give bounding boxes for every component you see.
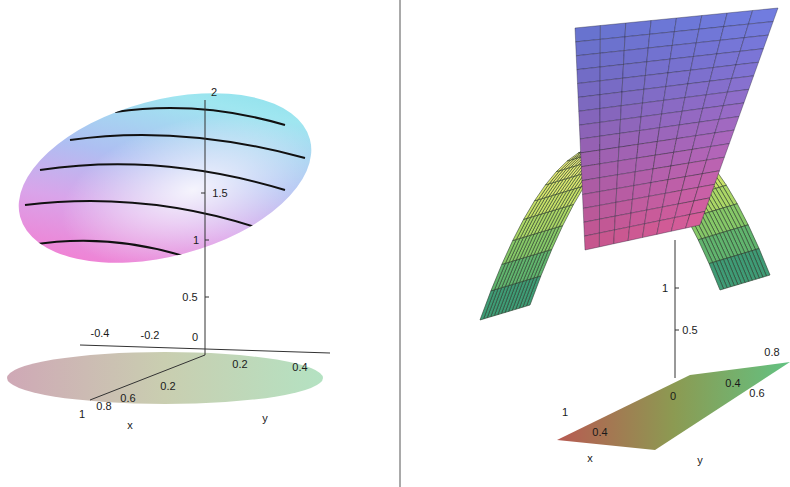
plane-cell: [728, 76, 754, 92]
axis-tick-label: 0.8: [763, 347, 780, 358]
plane-cell: [702, 157, 724, 174]
axis-tick-label: 1: [661, 283, 669, 294]
plane-cell: [736, 49, 764, 65]
plane-cell: [614, 227, 630, 244]
surface-cell: [513, 218, 527, 240]
axis-tick-label: -0.2: [140, 330, 161, 341]
plane-cell: [686, 211, 705, 228]
axis-tick-label: 1: [192, 235, 200, 246]
plane-cell: [744, 22, 773, 38]
surface-cell: [709, 263, 723, 290]
axis-tick-label: 0.2: [231, 359, 248, 370]
plane-cell: [707, 144, 730, 160]
plane-cell: [575, 26, 600, 42]
plane-cell: [740, 35, 768, 51]
plane-cell: [748, 8, 778, 24]
axis-tick-label: x: [126, 420, 134, 431]
panel-divider: [400, 0, 401, 487]
surface-cell: [502, 239, 516, 264]
axis-tick-label: -0.4: [90, 328, 111, 339]
x-axis: [90, 355, 205, 400]
surface-patch: [0, 64, 330, 292]
helix-curves: [25, 108, 305, 258]
axis-tick-label: 0.6: [119, 393, 136, 404]
surface-cell: [480, 290, 494, 320]
axis-tick-label: 1.5: [211, 188, 228, 199]
z-axis-right: [675, 240, 676, 378]
axis-tick-label: 1: [561, 407, 569, 418]
axis-tick-label: y: [261, 413, 269, 424]
axis-tick-label: 0.4: [724, 378, 741, 389]
plane-cell: [657, 218, 675, 235]
plane-cell: [732, 62, 759, 78]
surface-cell: [545, 171, 559, 185]
axis-tick-label: 0.2: [159, 381, 176, 392]
ground-disk: [7, 352, 323, 404]
axis-tick-label: y: [696, 455, 704, 466]
axis-tick-label: 0.5: [181, 292, 198, 303]
surface-cell: [698, 239, 712, 264]
plane-cell: [690, 198, 710, 215]
plane-cell: [584, 233, 599, 250]
surface-cell: [524, 200, 538, 220]
surface-cell: [491, 263, 505, 291]
plane-cell: [628, 224, 645, 241]
plane-cell: [694, 184, 715, 201]
axis-tick-label: 0.5: [681, 325, 698, 336]
axis-tick-label: 0.4: [291, 362, 308, 373]
z-ticks-right: [675, 288, 679, 330]
axis-tick-label: 0.6: [748, 388, 765, 399]
z-axis: [205, 100, 206, 355]
plane-cell: [711, 130, 734, 146]
plane-cell: [723, 89, 748, 105]
axis-tick-label: 2: [210, 87, 218, 98]
parabolic-surface: [480, 130, 770, 320]
plane-cell: [715, 117, 739, 133]
surface-cell: [567, 152, 581, 161]
plane-cell: [643, 221, 660, 238]
plane-cell: [698, 171, 719, 188]
ground-plane: [557, 362, 790, 450]
surface-cell: [556, 160, 570, 172]
axis-tick-label: 0.8: [95, 401, 112, 412]
z-ticks: [201, 193, 209, 297]
plane-cell: [599, 230, 614, 247]
plane-cell: [719, 103, 744, 119]
surface-cell: [535, 184, 549, 201]
axis-tick-label: 0: [669, 391, 677, 402]
axis-tick-label: 0.4: [591, 427, 608, 438]
axis-tick-label: 0: [191, 332, 199, 343]
axis-tick-label: x: [586, 453, 594, 464]
axis-tick-label: 1: [78, 409, 86, 420]
tilted-plane: [575, 8, 778, 250]
